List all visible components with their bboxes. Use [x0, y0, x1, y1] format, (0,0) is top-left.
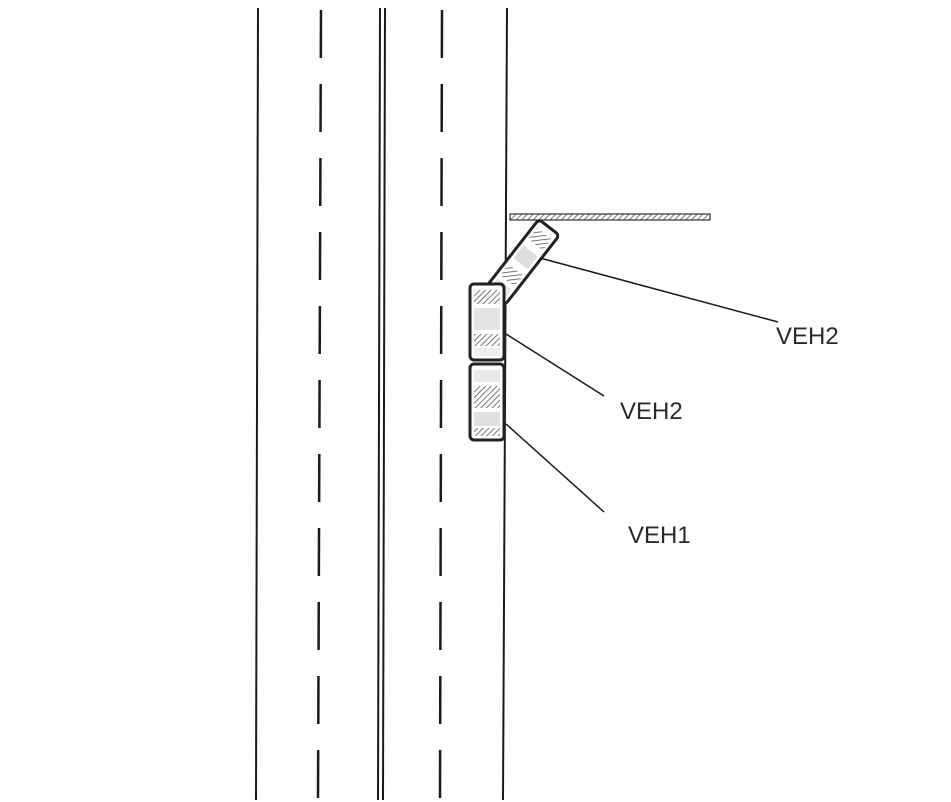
road-median-line-1: [377, 7, 381, 801]
lane-divider-dashed-left: [316, 9, 323, 801]
leader-line-veh2-upper: [539, 257, 779, 323]
vehicle-veh1: [468, 362, 506, 442]
side-road-edge: [509, 213, 711, 221]
road-edge-left: [255, 7, 259, 801]
leader-line-veh1: [505, 423, 605, 513]
road-median-line-2: [382, 7, 386, 801]
label-veh1: VEH1: [628, 522, 691, 549]
label-veh2-lower: VEH2: [620, 398, 683, 425]
label-veh2-upper: VEH2: [776, 323, 839, 350]
lane-divider-dashed-right: [438, 9, 444, 801]
vehicle-veh2-in-lane: [468, 282, 506, 362]
leader-line-veh2-lower: [505, 333, 605, 397]
